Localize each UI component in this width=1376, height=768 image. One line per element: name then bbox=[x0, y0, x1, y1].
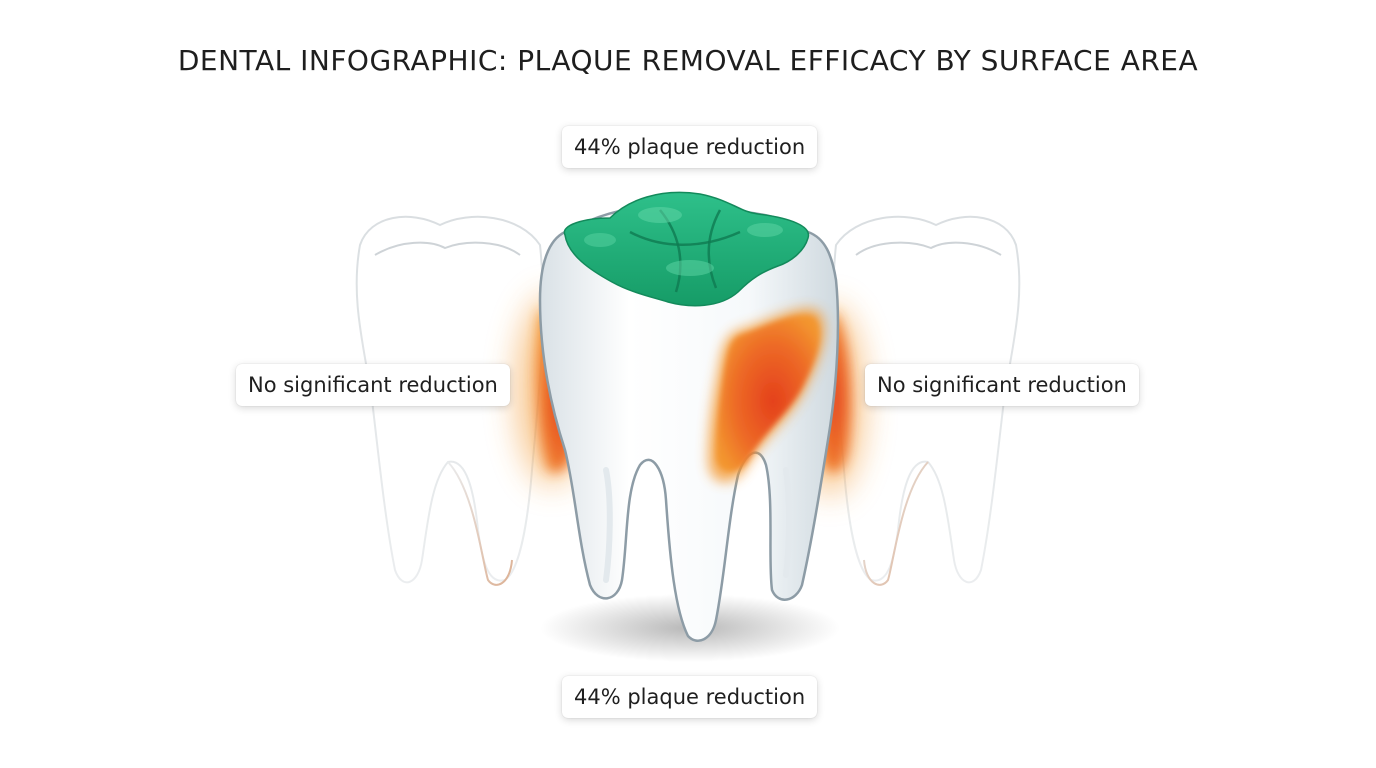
right-neighbor-tooth bbox=[832, 215, 1021, 586]
main-molar bbox=[538, 195, 840, 642]
interproximal-left-label: No significant reduction bbox=[236, 364, 510, 406]
buccal-plaque-zone bbox=[708, 308, 825, 483]
cervical-reduction-label: 44% plaque reduction bbox=[562, 676, 818, 718]
occlusal-reduction-label: 44% plaque reduction bbox=[562, 126, 818, 168]
occlusal-surface bbox=[563, 191, 810, 307]
infographic-title: DENTAL INFOGRAPHIC: PLAQUE REMOVAL EFFIC… bbox=[177, 44, 1199, 77]
interproximal-right-label: No significant reduction bbox=[865, 364, 1139, 406]
left-neighbor-tooth bbox=[355, 215, 544, 586]
